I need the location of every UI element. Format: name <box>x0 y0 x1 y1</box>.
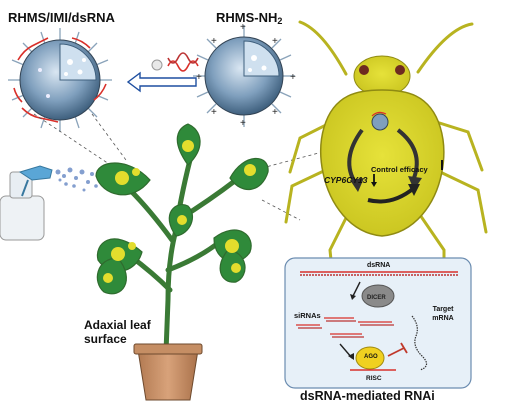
label-rhms-nh2-subscript: 2 <box>277 16 283 26</box>
spray-bottle <box>0 165 53 241</box>
svg-text:+: + <box>272 107 278 118</box>
label-dsrna-mediated-rnai: dsRNA-mediated RNAi <box>300 389 435 403</box>
label-cyp6cy13: CYP6CY13 <box>324 175 368 185</box>
label-dsrna: dsRNA <box>367 262 391 269</box>
label-dicer: DICER <box>367 295 386 301</box>
svg-text:+: + <box>272 36 278 47</box>
label-control-efficacy: Control efficacy <box>371 165 428 174</box>
aphid <box>284 20 488 292</box>
svg-text:+: + <box>240 22 246 33</box>
label-sirnas: siRNAs <box>294 311 321 320</box>
leaf-spots <box>103 140 256 283</box>
imi-molecule <box>151 59 163 71</box>
plant <box>95 123 269 401</box>
nanoparticle-bare: + + + + + + + + <box>193 22 296 129</box>
zoom-lines <box>33 113 331 221</box>
svg-text:+: + <box>211 36 217 47</box>
label-adaxial-leaf-surface: Adaxial leaf surface <box>84 318 151 346</box>
svg-text:+: + <box>240 118 246 129</box>
svg-text:+: + <box>196 72 202 83</box>
svg-text:+: + <box>290 72 296 83</box>
nanoparticle-loaded <box>8 28 112 132</box>
flower-pot <box>137 349 199 401</box>
label-ago: AGO <box>364 354 378 360</box>
label-target-mrna: Target mRNA <box>432 306 454 322</box>
label-rhms-imi-dsrna: RHMS/IMI/dsRNA <box>8 10 115 25</box>
label-rhms-nh2-base: RHMS-NH <box>216 10 278 25</box>
assembly-arrow <box>126 71 197 93</box>
svg-text:+: + <box>211 107 217 118</box>
dsrna-helix <box>167 52 199 72</box>
spray-mist <box>55 167 98 192</box>
rnai-panel <box>284 257 472 389</box>
label-risc: RISC <box>366 375 382 382</box>
label-rhms-nh2: RHMS-NH2 <box>216 10 282 26</box>
